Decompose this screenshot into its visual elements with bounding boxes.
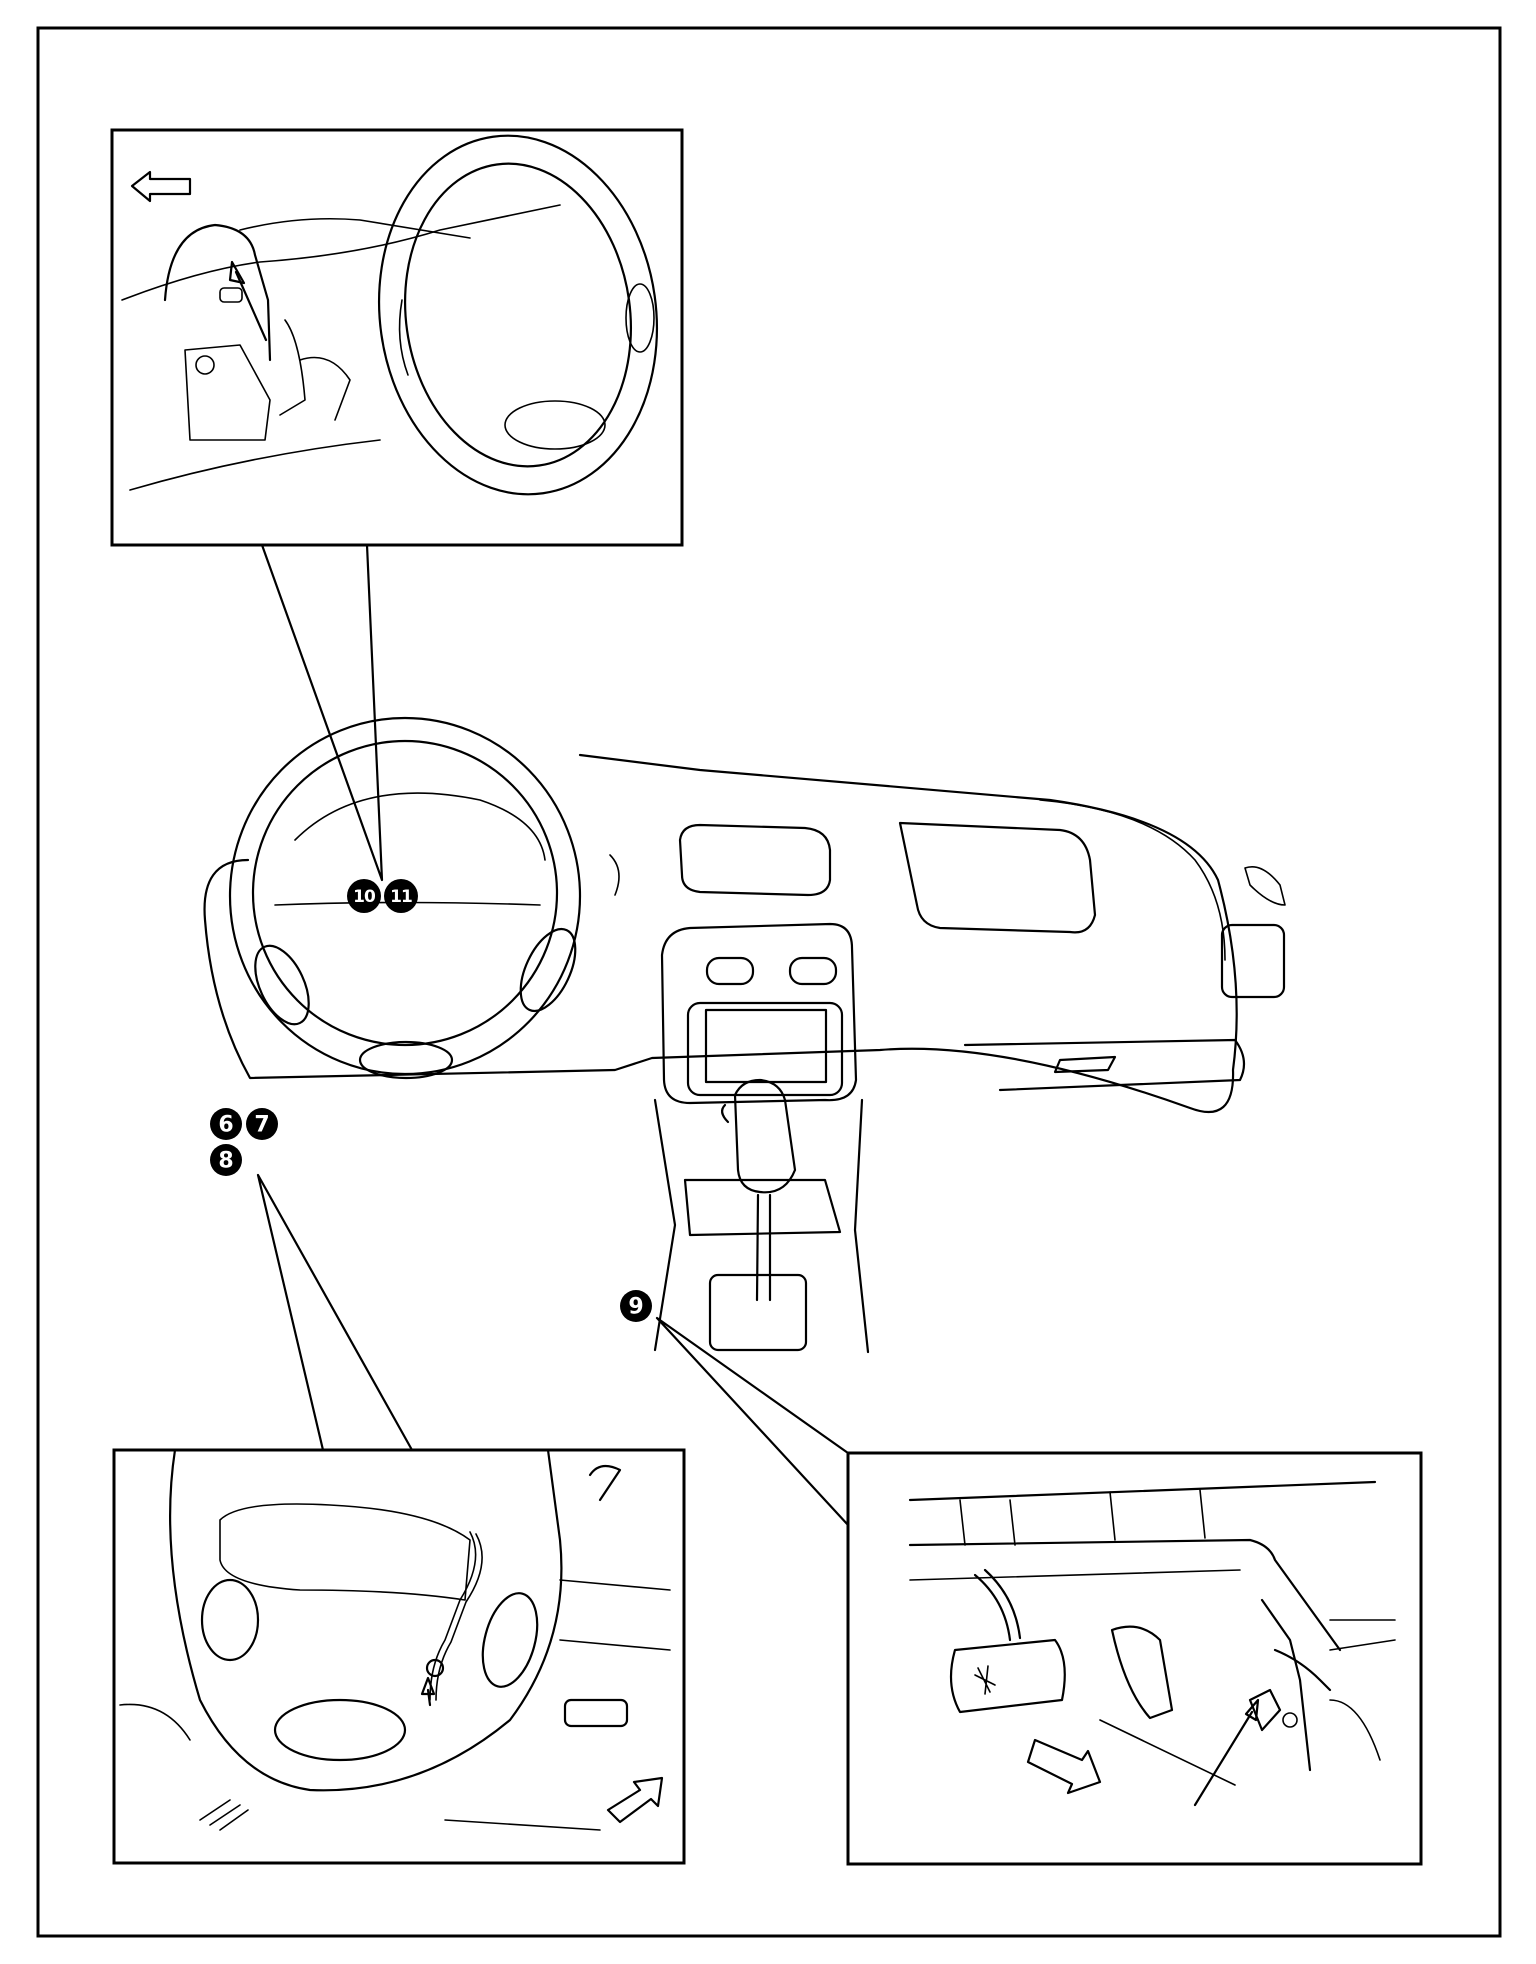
page-border: [36, 26, 1502, 1938]
callout-11: 11: [384, 879, 418, 913]
callout-9: 9: [620, 1290, 652, 1322]
callout-label-7: 7: [254, 1113, 269, 1138]
pointer-arrow-icon: [426, 1688, 432, 1707]
dashboard-overview: [203, 716, 1286, 1354]
callout-7: 7: [246, 1108, 278, 1140]
callout-label-11: 11: [390, 887, 412, 907]
inset-bottom-left-steering-wheel: [112, 1448, 686, 1865]
direction-arrow-icon: [606, 1776, 664, 1824]
inset-bottom-right-pedals: [846, 1451, 1423, 1866]
callout-label-9: 9: [628, 1295, 643, 1320]
pointer-arrow-icon: [1193, 1710, 1254, 1807]
direction-arrow-icon: [1026, 1738, 1102, 1795]
callout-10: 10: [347, 879, 381, 913]
callout-6: 6: [210, 1108, 242, 1140]
callout-label-8: 8: [218, 1149, 233, 1174]
leader-lines: [256, 543, 850, 1527]
callout-label-10: 10: [353, 887, 376, 907]
direction-arrow-icon: [130, 170, 192, 203]
callout-8: 8: [210, 1144, 242, 1176]
callout-label-6: 6: [218, 1113, 233, 1138]
inset-top-steering-column: [110, 128, 684, 547]
